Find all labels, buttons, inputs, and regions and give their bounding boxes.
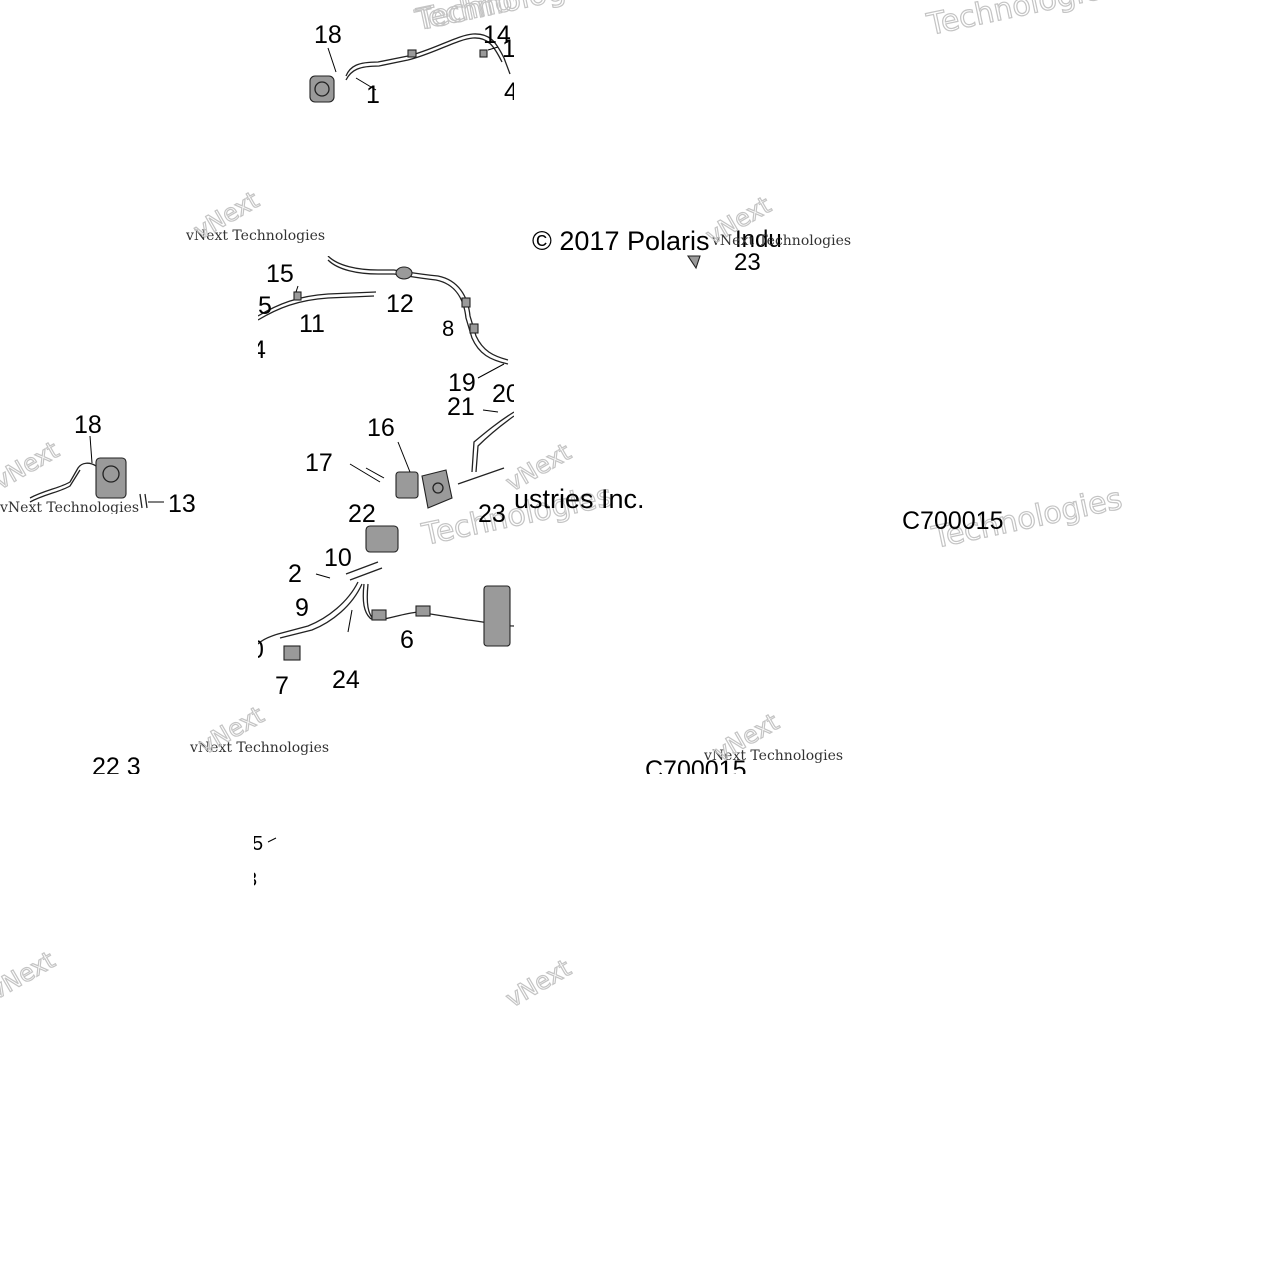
brake-line (29, 462, 97, 499)
callout-12: 12 (386, 290, 414, 318)
watermark-vnext: vNext (0, 946, 60, 1005)
leader-line (482, 409, 499, 413)
line-clip (293, 291, 302, 301)
line-clip (415, 605, 431, 617)
callout-18: 18 (314, 21, 342, 49)
callout-21: 21 (447, 393, 475, 421)
callout-16: 16 (367, 414, 395, 442)
callout-4: 4 (504, 78, 514, 106)
callout-8: 8 (442, 316, 454, 341)
line-clip (407, 49, 417, 58)
leader-line (347, 609, 353, 633)
brake-line (258, 291, 377, 317)
fitting (686, 255, 701, 270)
brake-line (327, 256, 509, 361)
caliper-piston (314, 81, 330, 97)
line-clip (479, 49, 488, 58)
brake-line (471, 411, 514, 473)
diagram-tile-fragment-small: 5 3 (254, 833, 277, 890)
line-clip (469, 323, 479, 334)
callout-20: 20 (492, 380, 514, 408)
callout-23: 23 (478, 500, 506, 522)
drawing-code: C700015 (645, 756, 747, 774)
leader-line (355, 77, 377, 91)
callout-24: 24 (332, 666, 360, 694)
callout-18: 18 (74, 411, 102, 439)
leader-line (295, 285, 299, 293)
callout-1: 1 (366, 81, 380, 109)
leader-line (397, 441, 411, 473)
caliper-piston (102, 465, 120, 483)
copyright-text: Indu (735, 226, 782, 253)
callout-1: 1 (502, 35, 514, 63)
leader-line (267, 837, 277, 843)
callout-6: 6 (400, 626, 414, 654)
brake-caliper (483, 585, 511, 647)
brake-line (258, 581, 359, 645)
callout-22-3: 22 3 (92, 753, 141, 774)
callout-11: 11 (299, 310, 325, 338)
callout-4: 4 (258, 336, 266, 364)
brake-caliper (309, 75, 335, 103)
callout-22: 22 (348, 500, 376, 522)
diagram-tile-left: 18 13 vNext Technologies (0, 411, 196, 514)
bleeder-screw (139, 493, 148, 509)
line-clip (461, 297, 471, 308)
drawing-code: C700015 (902, 507, 1004, 535)
watermark-vnext: vNext Technologies (189, 740, 329, 756)
brake-switch (395, 471, 419, 499)
diagram-tile-top: Technologies 18 1 14 1 4 (309, 0, 514, 109)
callout-15: 15 (266, 260, 294, 288)
brake-line (345, 33, 511, 77)
callout-23: 23 (734, 252, 761, 272)
reservoir-cap (432, 482, 444, 494)
callout-19: 19 (448, 369, 476, 397)
leader-line (89, 435, 93, 464)
leader-line (365, 467, 385, 479)
brake-line (475, 415, 514, 473)
callout-14: 14 (483, 21, 511, 49)
callout-17: 17 (305, 449, 333, 477)
callout-5: 5 (258, 292, 272, 320)
watermark-vnext: vNext Technologies (711, 233, 851, 249)
brake-caliper (95, 457, 127, 499)
copyright-text: © 2017 Polaris (532, 226, 710, 256)
copyright-text: ustries Inc. (514, 484, 645, 514)
watermark-vnext: vNext Technologies (0, 500, 139, 514)
leader-line (477, 363, 505, 379)
brake-line (258, 295, 375, 321)
leader-line (327, 47, 337, 73)
line-clip (283, 645, 301, 661)
callout-7: 7 (275, 672, 289, 700)
brake-line (29, 469, 81, 503)
watermark-vnext: vNext (501, 954, 576, 1013)
diagram-tile-lower: 10 2 9 0 7 24 6 (258, 525, 514, 700)
line-clip (371, 609, 387, 621)
leader-line (315, 573, 331, 579)
diagram-tile-fragment-23: 23 (686, 252, 761, 272)
master-cylinder-body (421, 469, 453, 509)
watermark-vnext: vNext Technologies (703, 748, 843, 764)
callout-3: 3 (254, 869, 257, 890)
brake-line (327, 259, 509, 365)
callout-10: 10 (324, 544, 352, 572)
push-rod (457, 467, 505, 485)
leader-line (349, 463, 381, 483)
brake-line (345, 561, 383, 581)
callout-0: 0 (258, 636, 264, 664)
callout-9: 9 (295, 594, 309, 622)
diagram-tile-master-cylinder: 20 21 16 17 22 23 (305, 380, 514, 522)
callout-2: 2 (288, 560, 302, 588)
watermark-vnext: vNext Technologies (185, 228, 325, 244)
line-junction (395, 266, 413, 280)
diagram-tile-middle: 15 5 11 12 8 4 19 (258, 256, 514, 408)
callout-13: 13 (168, 490, 196, 514)
master-cylinder (365, 525, 399, 553)
brake-line (345, 37, 503, 81)
callout-5: 5 (254, 833, 263, 855)
leader-line (487, 46, 499, 51)
brake-line (279, 583, 363, 639)
